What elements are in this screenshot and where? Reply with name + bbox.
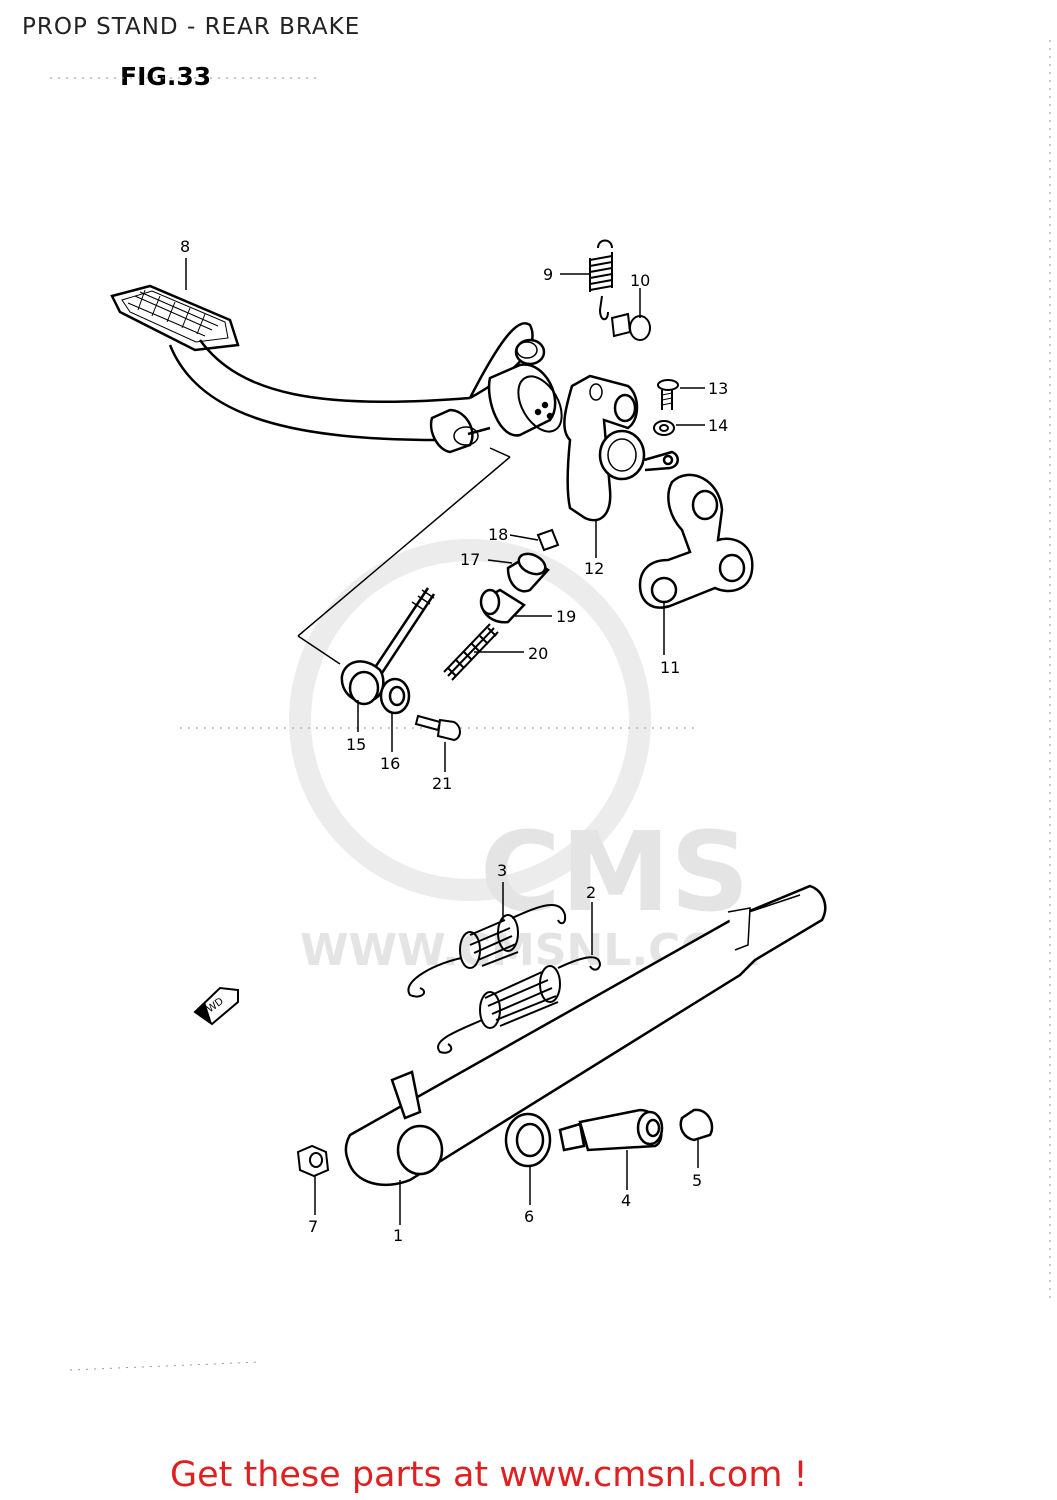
washer-16 xyxy=(379,677,411,715)
part-number-15: 15 xyxy=(346,735,366,754)
part-number-13: 13 xyxy=(708,379,728,398)
nut-7 xyxy=(296,1144,330,1178)
part-numbers: 8 9 10 13 14 18 17 12 19 20 11 15 16 21 … xyxy=(180,237,728,1245)
part-number-16: 16 xyxy=(380,754,400,773)
pin-17 xyxy=(506,552,550,593)
part-number-12: 12 xyxy=(584,559,604,578)
spring-20 xyxy=(443,623,499,681)
spring-2 xyxy=(437,956,602,1054)
part-number-20: 20 xyxy=(528,644,548,663)
washer-6 xyxy=(504,1112,552,1168)
watermark-logo: CMS WWW.CMSNL.COM xyxy=(289,539,762,976)
footer-shop-link[interactable]: Get these parts at www.cmsnl.com ! xyxy=(170,1455,808,1495)
parts-diagram: CMS WWW.CMSNL.COM xyxy=(50,40,1051,1371)
brake-arm-11 xyxy=(638,473,754,609)
part-number-10: 10 xyxy=(630,271,650,290)
part-number-18: 18 xyxy=(488,525,508,544)
fwd-arrow-icon: FWD xyxy=(193,986,239,1026)
part-number-2: 2 xyxy=(586,883,596,902)
spring-3 xyxy=(407,904,567,998)
bolt-21 xyxy=(414,714,461,742)
part-number-6: 6 xyxy=(524,1207,534,1226)
part-number-7: 7 xyxy=(308,1217,318,1236)
part-number-17: 17 xyxy=(460,550,480,569)
page-title: PROP STAND - REAR BRAKE xyxy=(22,14,361,40)
bolt-10 xyxy=(610,312,651,341)
prop-stand-1 xyxy=(344,884,827,1187)
part-number-1: 1 xyxy=(393,1226,403,1245)
part-number-14: 14 xyxy=(708,416,728,435)
cap-18 xyxy=(536,528,560,552)
rod-link xyxy=(370,587,436,677)
figure-label: FIG.33 xyxy=(120,62,212,91)
bolt-4 xyxy=(558,1108,664,1152)
collar-15 xyxy=(340,660,385,706)
return-spring xyxy=(589,239,613,321)
part-number-9: 9 xyxy=(543,265,553,284)
part-number-19: 19 xyxy=(556,607,576,626)
watermark-logo-text: CMS xyxy=(480,808,749,936)
scan-borders xyxy=(50,40,1051,1371)
brake-pedal xyxy=(110,284,563,665)
part-number-8: 8 xyxy=(180,237,190,256)
screw-13 xyxy=(657,379,679,410)
washer-14 xyxy=(653,420,675,436)
cap-5 xyxy=(679,1108,714,1142)
part-number-11: 11 xyxy=(660,658,680,677)
part-number-4: 4 xyxy=(621,1191,631,1210)
part-number-5: 5 xyxy=(692,1171,702,1190)
leader-lines xyxy=(185,258,705,1225)
part-number-21: 21 xyxy=(432,774,452,793)
collar-19 xyxy=(479,588,526,624)
brake-lever-12 xyxy=(563,374,679,522)
part-number-3: 3 xyxy=(497,861,507,880)
